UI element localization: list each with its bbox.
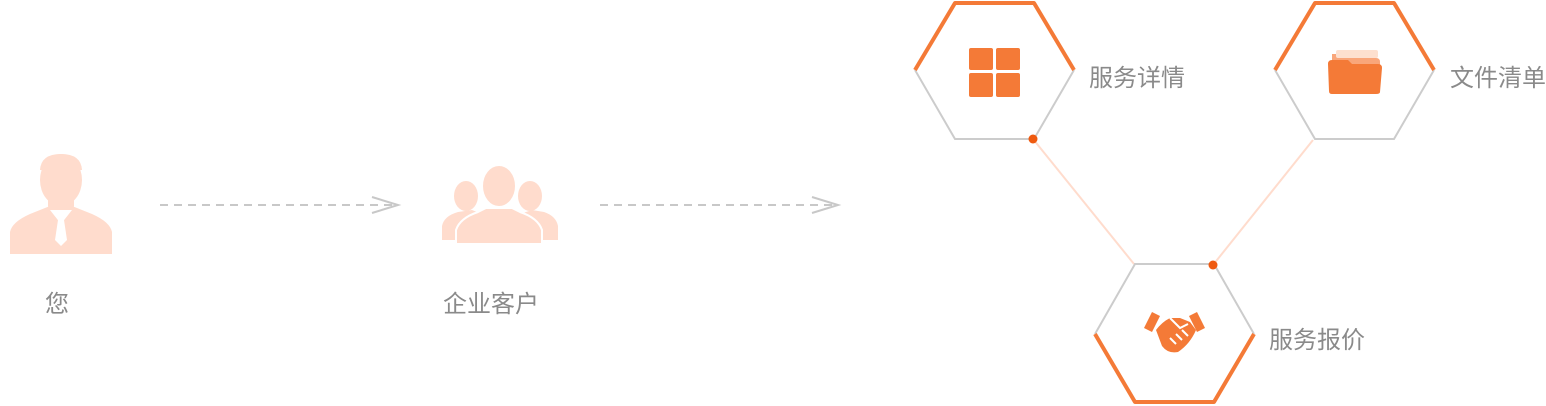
hexagon-label-file-list[interactable]: 文件清单 <box>1450 64 1546 92</box>
node-label-enterprise: 企业客户 <box>443 290 539 318</box>
connector-dot <box>1208 260 1218 270</box>
folder-icon <box>1328 50 1382 94</box>
connector-line <box>1212 139 1314 266</box>
flow-arrow <box>600 196 842 214</box>
hexagon-service-detail[interactable] <box>913 1 1076 140</box>
grid-icon <box>969 48 1020 97</box>
flow-arrow <box>160 196 402 214</box>
connector-dot <box>1028 134 1038 144</box>
hexagon-label-service-quote[interactable]: 服务报价 <box>1269 326 1365 354</box>
node-label-you: 您 <box>45 290 69 318</box>
hexagon-file-list[interactable] <box>1273 1 1436 140</box>
users-group-icon <box>442 164 558 245</box>
hexagon-service-quote[interactable] <box>1093 263 1256 404</box>
handshake-icon <box>1144 312 1205 353</box>
connector-line <box>1032 138 1135 265</box>
user-icon <box>10 154 112 254</box>
hexagon-label-service-detail[interactable]: 服务详情 <box>1089 64 1185 92</box>
